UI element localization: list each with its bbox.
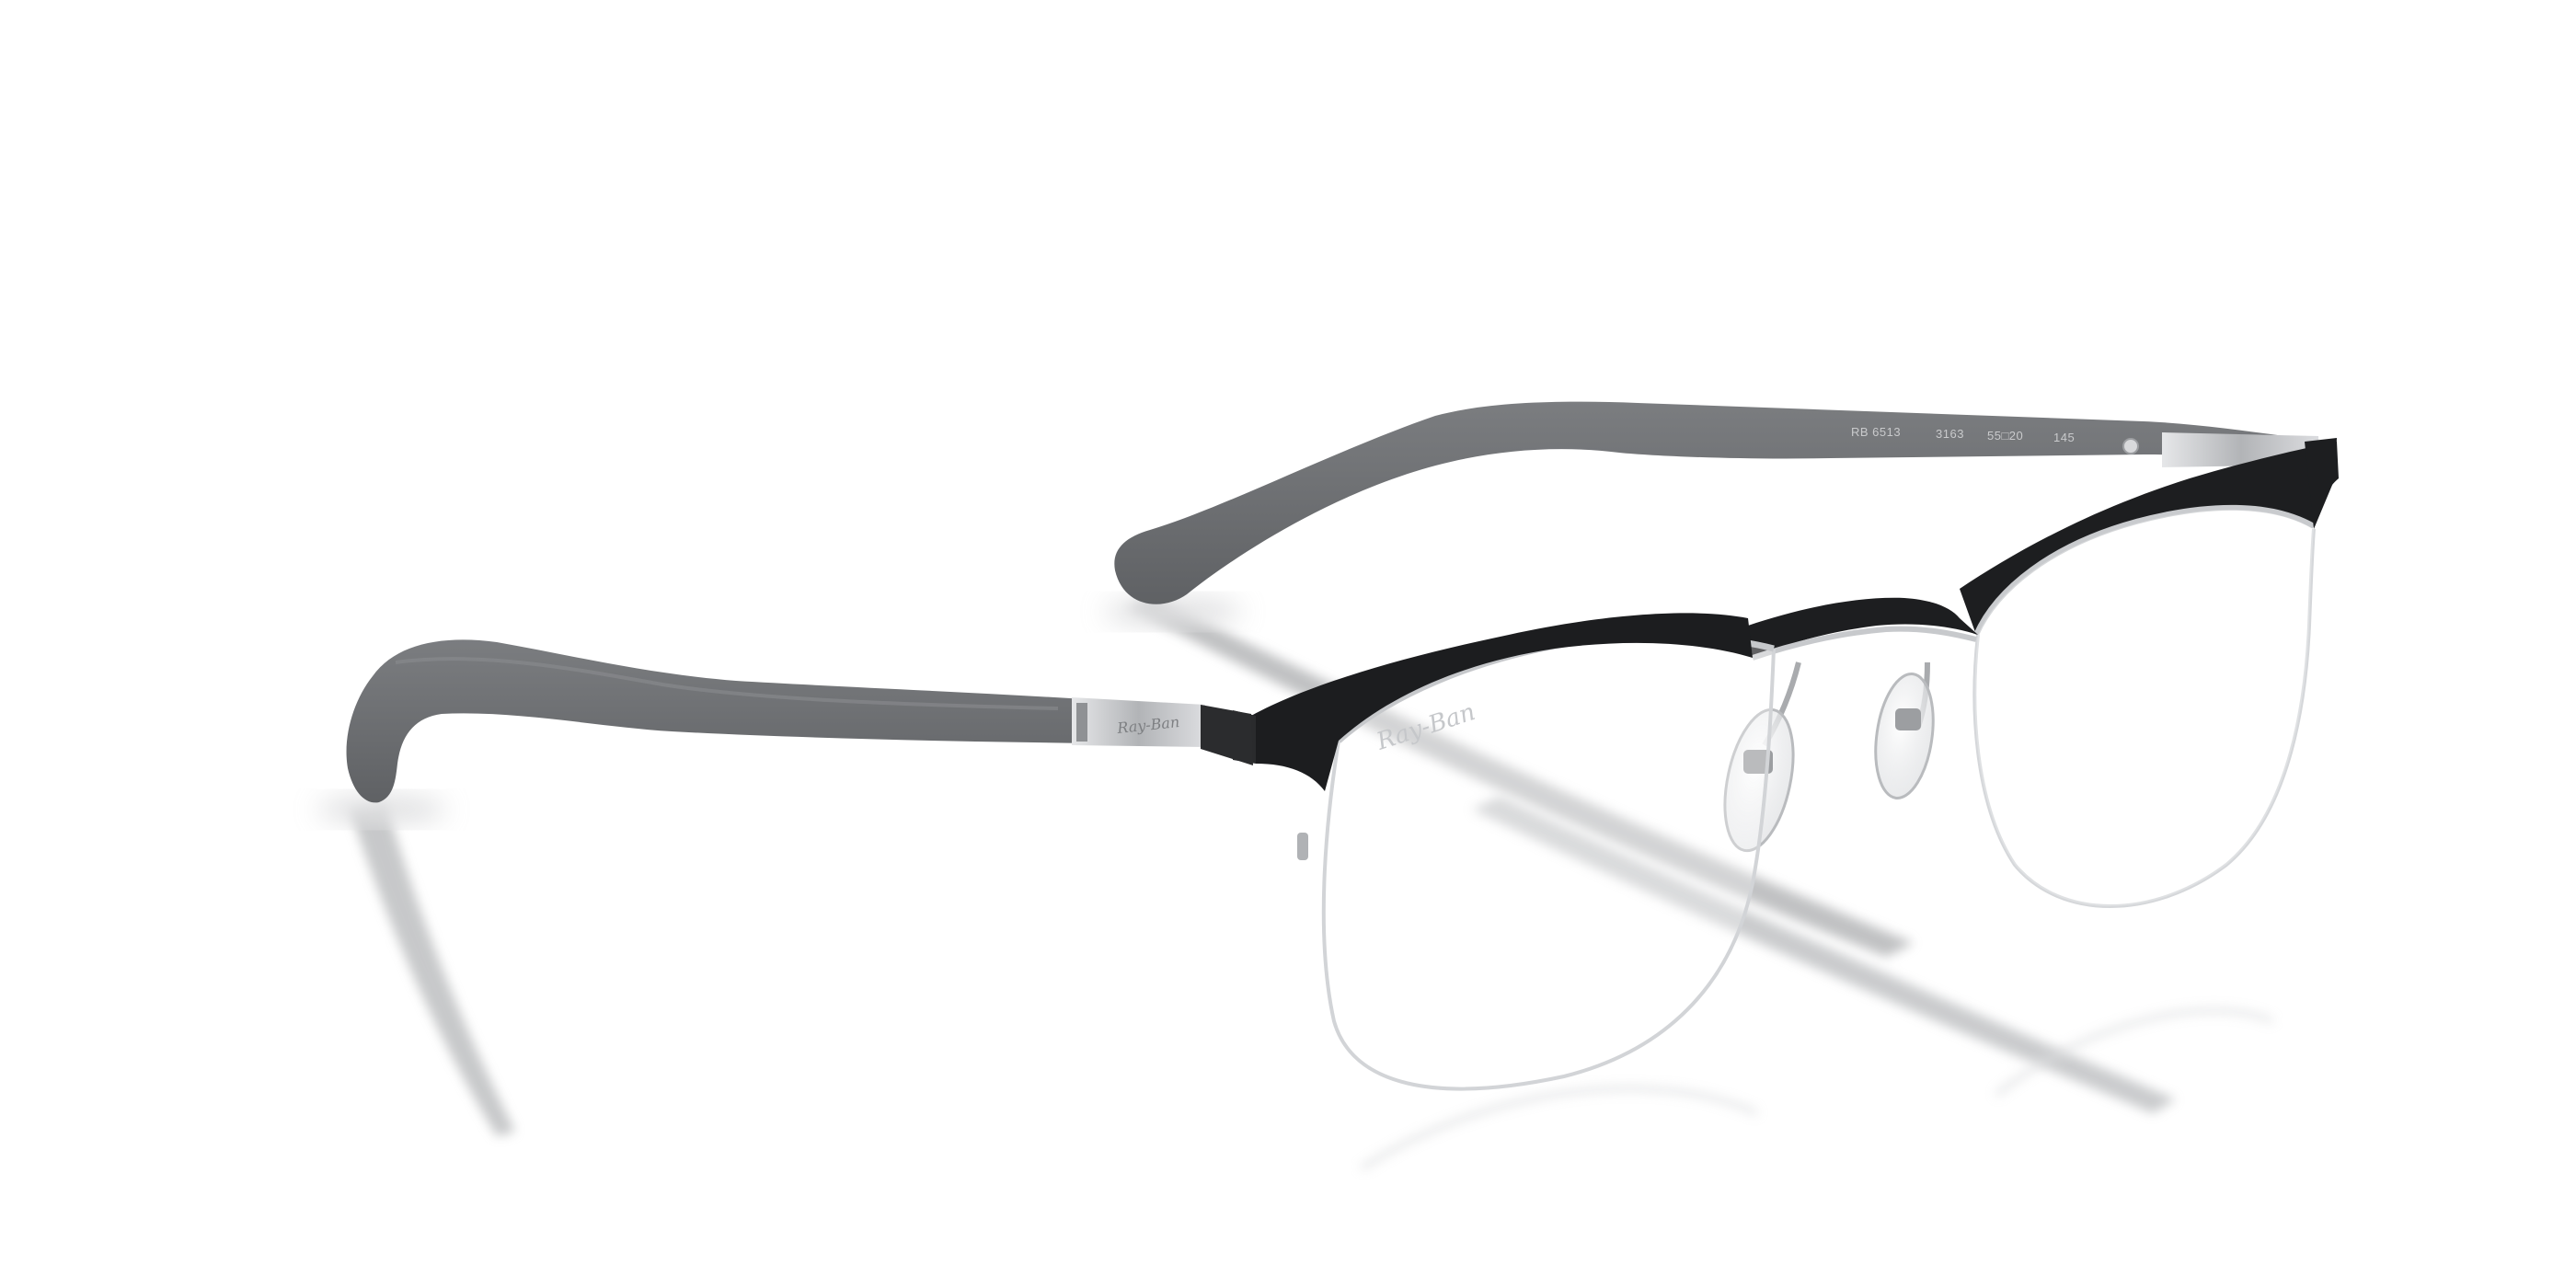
right-brow-bar bbox=[1960, 442, 2339, 635]
front-temple-highlight bbox=[395, 657, 1059, 710]
bridge bbox=[1723, 597, 1978, 853]
front-temple-arm: Ray-Ban bbox=[346, 639, 1253, 803]
left-temple-reflection bbox=[350, 805, 515, 1136]
right-lens-lower-outline bbox=[1972, 528, 2316, 908]
pad-mount-right bbox=[1895, 708, 1921, 730]
rim-screw bbox=[1297, 833, 1308, 860]
right-end-piece bbox=[2305, 438, 2337, 529]
bridge-bar bbox=[1748, 597, 1978, 658]
right-lens-glass bbox=[1974, 509, 2314, 906]
front-hinge-dark bbox=[1201, 705, 1253, 765]
left-lens-reflection bbox=[1360, 1086, 1759, 1171]
front-hinge bbox=[1072, 697, 1205, 747]
left-lens-glass bbox=[1323, 637, 1774, 1089]
screw-icon bbox=[2122, 438, 2139, 454]
temple-print-size: 55□20 bbox=[1987, 429, 2023, 443]
temple-print-model: RB 6513 bbox=[1851, 425, 1901, 439]
right-lens-reflection bbox=[1995, 1008, 2273, 1097]
nose-pad-left bbox=[1723, 707, 1795, 853]
temple-print-color-code: 3163 bbox=[1936, 427, 1964, 441]
back-temple-reflection-lower bbox=[1472, 796, 2176, 1113]
left-lens: Ray-Ban bbox=[1233, 613, 1776, 1091]
back-temple-body bbox=[1114, 401, 2300, 604]
right-lens bbox=[1960, 438, 2339, 908]
front-temple-body bbox=[346, 639, 1090, 803]
nose-pad-right bbox=[1874, 673, 1935, 799]
right-rim-silver bbox=[1973, 504, 2316, 637]
left-brow-bar bbox=[1251, 613, 1753, 791]
left-lens-lower-outline bbox=[1321, 648, 1776, 1091]
tip-shadow-left bbox=[317, 795, 446, 824]
temple-print-length: 145 bbox=[2053, 431, 2075, 444]
bridge-silver bbox=[1752, 626, 1977, 661]
hinge-slot bbox=[1076, 703, 1087, 742]
tip-shadow-back bbox=[1104, 597, 1242, 627]
